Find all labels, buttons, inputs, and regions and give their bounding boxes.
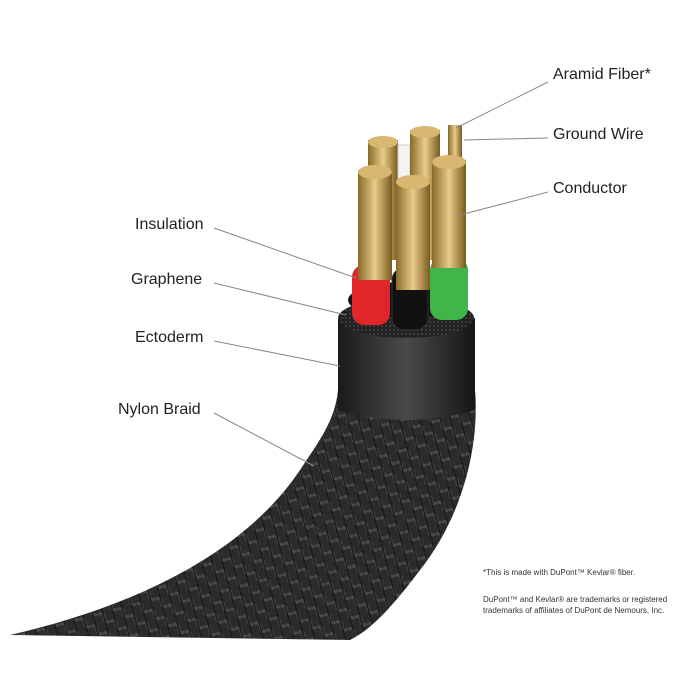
leader-ectoderm: [213, 340, 341, 367]
footnote-trademark-2: trademarks of affiliates of DuPont de Ne…: [483, 606, 665, 615]
conductor-back-left-end: [368, 136, 398, 148]
nylon-braid-body: [10, 390, 476, 640]
conductor-back-center-end: [410, 126, 440, 138]
conductor-black: [396, 180, 430, 290]
label-ground-wire: Ground Wire: [553, 126, 644, 143]
footnote-trademark-1: DuPont™ and Kevlar® are trademarks or re…: [483, 595, 668, 604]
leader-aramid: [455, 81, 549, 129]
label-graphene: Graphene: [131, 271, 203, 288]
conductor-red-end: [358, 165, 392, 179]
green-insulation: [430, 258, 468, 320]
leader-ground: [463, 137, 549, 141]
conductor-green: [432, 160, 466, 268]
leader-nylon: [213, 412, 315, 467]
label-aramid-fiber: Aramid Fiber*: [553, 66, 651, 83]
footnote-kevlar: *This is made with DuPont™ Kevlar® fiber…: [483, 568, 636, 577]
leader-insulation: [213, 227, 357, 279]
label-insulation: Insulation: [135, 216, 204, 233]
label-ectoderm: Ectoderm: [135, 329, 204, 346]
ectoderm-collar: [338, 318, 475, 420]
leader-lines: [213, 81, 549, 467]
label-nylon-braid: Nylon Braid: [118, 401, 201, 418]
conductor-red: [358, 170, 392, 280]
conductor-black-end: [396, 175, 430, 189]
label-conductor: Conductor: [553, 180, 627, 197]
leader-conductor: [459, 191, 549, 216]
leader-graphene: [213, 282, 347, 316]
conductor-green-end: [432, 155, 466, 169]
